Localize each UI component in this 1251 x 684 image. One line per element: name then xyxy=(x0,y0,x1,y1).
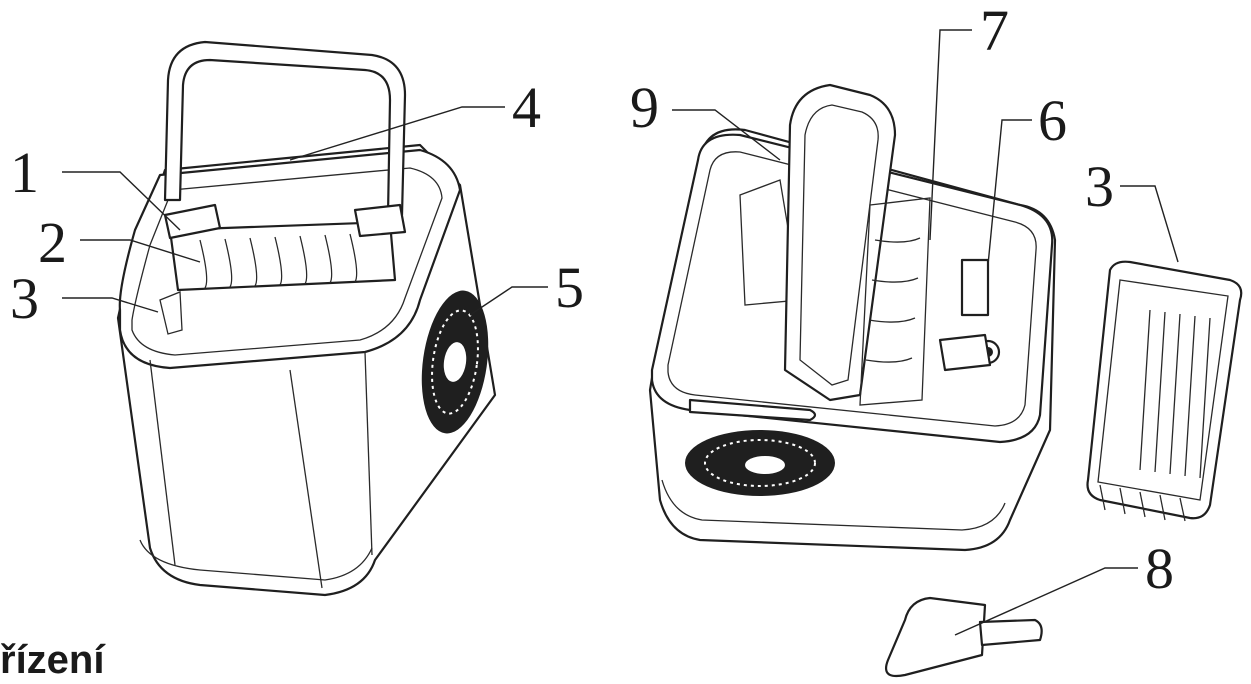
leader-2 xyxy=(80,239,201,263)
callout-3-right: 3 xyxy=(1085,154,1114,219)
callout-6: 6 xyxy=(1038,88,1067,153)
ice-scoop xyxy=(884,596,1043,678)
callout-3-left: 3 xyxy=(10,266,39,331)
callout-8: 8 xyxy=(1145,536,1174,601)
leader-9 xyxy=(672,109,781,161)
callout-9: 9 xyxy=(630,75,659,140)
callout-4: 4 xyxy=(512,75,541,140)
left-ice-fingers xyxy=(199,233,358,289)
callout-5: 5 xyxy=(555,255,584,320)
right-pump xyxy=(938,258,1001,372)
right-fan-grille xyxy=(685,430,835,496)
leader-7 xyxy=(929,29,972,241)
callout-7: 7 xyxy=(980,0,1009,63)
left-ice-maker xyxy=(116,40,497,597)
section-heading: řízení xyxy=(0,638,105,682)
leader-1 xyxy=(62,171,181,231)
left-ice-tray xyxy=(168,220,397,292)
left-fan-grille xyxy=(421,290,489,434)
leader-3-right xyxy=(1120,185,1179,263)
ice-basket xyxy=(1086,260,1243,522)
leader-3-left xyxy=(62,297,159,313)
leader-lines xyxy=(62,29,1179,636)
callout-1: 1 xyxy=(10,140,39,205)
right-ice-maker xyxy=(648,83,1057,552)
right-open-lid xyxy=(783,83,897,402)
leader-4 xyxy=(289,106,505,161)
leader-5 xyxy=(469,286,548,316)
leader-8 xyxy=(954,567,1138,636)
leader-6 xyxy=(987,119,1032,266)
callout-2: 2 xyxy=(38,210,67,275)
right-ice-fingers xyxy=(859,197,931,406)
callouts: 1 2 3 4 5 9 7 6 3 8 xyxy=(10,0,1174,601)
